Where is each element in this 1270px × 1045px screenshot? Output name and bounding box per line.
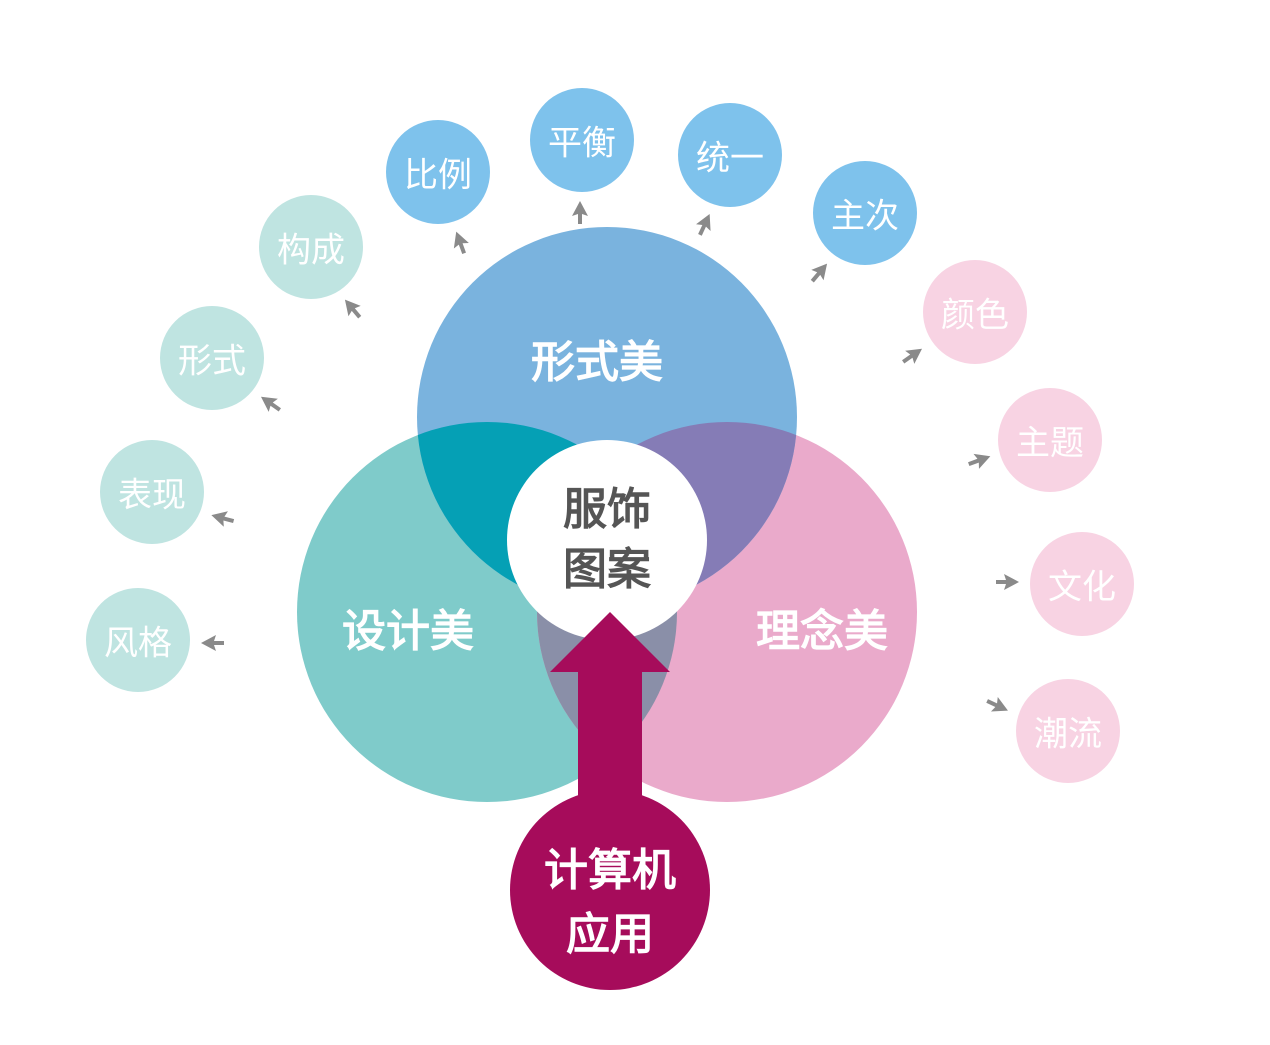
concept-bubble xyxy=(813,161,917,265)
small-arrow-icon xyxy=(996,574,1019,590)
concept-bubble xyxy=(998,388,1102,492)
concept-bubble-label: 形式 xyxy=(178,341,246,382)
form-label: 形式美 xyxy=(531,337,663,388)
small-arrow-icon xyxy=(344,299,362,319)
center-label: 服饰图案 xyxy=(563,484,651,595)
concept-bubble-label: 颜色 xyxy=(941,295,1009,336)
concept-bubble xyxy=(1016,679,1120,783)
design-label: 设计美 xyxy=(342,606,474,657)
concept-bubble-label: 主次 xyxy=(831,196,899,237)
small-arrow-icon xyxy=(572,201,588,224)
small-arrow-icon xyxy=(696,214,711,236)
computer-circle xyxy=(510,790,710,990)
concept-bubble xyxy=(160,306,264,410)
concept-bubble xyxy=(678,103,782,207)
small-arrow-icon xyxy=(986,697,1008,712)
concept-bubble-label: 构成 xyxy=(277,230,345,271)
concept-bubble-label: 表现 xyxy=(118,475,186,516)
concept-bubble xyxy=(1030,532,1134,636)
small-arrow-icon xyxy=(968,453,991,469)
small-arrow-icon xyxy=(453,231,469,254)
small-arrow-icon xyxy=(260,396,281,412)
concept-bubble-label: 潮流 xyxy=(1034,714,1102,755)
concept-bubble xyxy=(530,88,634,192)
up-arrow-icon xyxy=(550,612,670,800)
computer-label: 计算机应用 xyxy=(544,845,676,960)
concept-bubble-label: 比例 xyxy=(404,155,472,196)
concept-bubble-label: 文化 xyxy=(1048,567,1116,608)
concept-label: 理念美 xyxy=(756,606,888,657)
concept-bubble-label: 平衡 xyxy=(548,123,616,164)
center-circle xyxy=(507,440,707,640)
small-arrow-icon xyxy=(211,511,235,527)
concept-bubble-label: 风格 xyxy=(104,623,172,664)
concept-bubble xyxy=(86,588,190,692)
concept-bubble xyxy=(923,260,1027,364)
concept-bubble xyxy=(100,440,204,544)
small-arrow-icon xyxy=(201,635,224,651)
concept-bubble-label: 统一 xyxy=(696,138,764,179)
concept-bubble xyxy=(259,195,363,299)
concept-bubble xyxy=(386,120,490,224)
small-arrow-icon xyxy=(810,263,828,283)
small-arrow-icon xyxy=(902,348,923,364)
concept-bubble-label: 主题 xyxy=(1016,423,1084,464)
